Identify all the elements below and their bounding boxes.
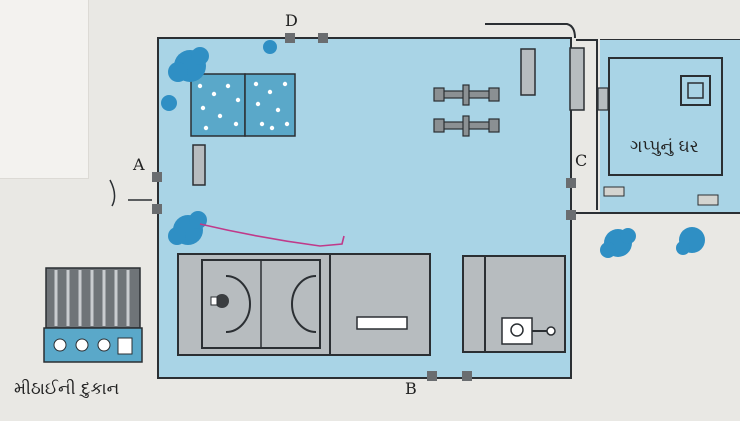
house-inner-core	[687, 82, 704, 99]
basketball-hoop	[215, 294, 229, 308]
table-in-hall	[356, 316, 408, 330]
tree-road-1	[600, 228, 636, 258]
gate-a-label: A	[133, 155, 145, 174]
gate-c-bottom	[566, 210, 576, 220]
gate-b-left	[427, 371, 437, 381]
shop-label: મીઠાઈની દુકાન	[14, 379, 120, 399]
pen-mark	[199, 223, 345, 247]
bush-top-small	[263, 40, 277, 54]
road-block-1	[603, 186, 625, 197]
road-top-line	[485, 23, 576, 39]
bench-top-right	[520, 48, 536, 96]
garden-plot-left	[190, 73, 246, 137]
gate-d-right	[318, 33, 328, 43]
shop-sweets	[53, 337, 133, 355]
tree-road-2	[676, 227, 705, 255]
gate-c-label: C	[575, 151, 588, 170]
house-building	[608, 57, 723, 176]
shop-roof-stripes	[54, 270, 130, 326]
gate-b-label: B	[405, 379, 417, 398]
gate-b-right	[462, 371, 472, 381]
seesaw-bottom	[433, 115, 500, 137]
seesaw-top	[433, 84, 500, 106]
court-key-right	[291, 275, 317, 333]
bench-right-wall	[569, 47, 585, 111]
bush-left-small	[161, 95, 177, 111]
court-key-left	[225, 275, 251, 333]
gate-a-top	[152, 172, 162, 182]
house-inner-square	[680, 75, 711, 106]
garden-flowers	[197, 81, 290, 131]
gate-d-label: D	[285, 11, 298, 30]
bench-left	[192, 144, 206, 186]
gate-c-top	[566, 178, 576, 188]
tree-top-left	[168, 47, 209, 82]
gate-d-left	[285, 33, 295, 43]
paper-edge-shade	[0, 0, 89, 179]
bench-house-side	[597, 87, 609, 111]
gate-a-bottom	[152, 204, 162, 214]
road-block-2	[697, 194, 719, 206]
garden-plot-right	[244, 73, 296, 137]
room-sink-bowl	[510, 323, 524, 337]
house-label: ગપ્પુનું ઘર	[630, 137, 699, 157]
gate-a-path	[109, 179, 152, 207]
basketball-post	[210, 296, 218, 306]
room-tap	[546, 326, 556, 336]
